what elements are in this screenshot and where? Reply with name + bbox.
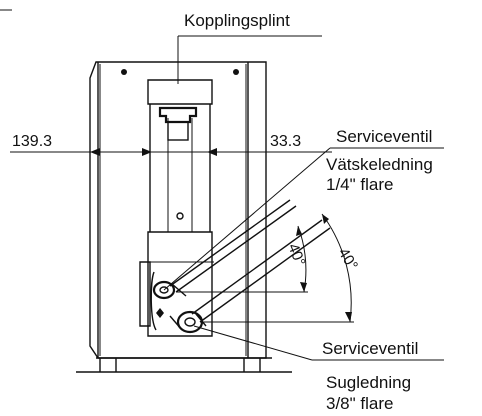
unit-base: [76, 357, 292, 373]
terminal-block-label: Kopplingsplint: [184, 11, 290, 30]
angle-dimensions: [176, 213, 354, 323]
right-width-dimension: 33.3: [270, 133, 301, 150]
service-valve-suction-label: Serviceventil: [322, 339, 418, 358]
liquid-flare-label: 1/4" flare: [326, 175, 393, 194]
leader-lines: [163, 35, 444, 361]
terminal-block: [158, 106, 198, 141]
width-dimension: [10, 140, 332, 164]
suction-flare-label: 3/8" flare: [326, 394, 393, 413]
lower-angle-label: 40°: [335, 245, 361, 273]
liquid-pipe: [169, 199, 297, 293]
suction-line-label: Sugledning: [326, 373, 411, 392]
screw-top-right: [233, 69, 239, 75]
screw-top-left: [121, 69, 127, 75]
service-valve-liquid: [152, 280, 187, 300]
upper-angle-label: 40°: [284, 241, 308, 268]
service-channel: [147, 79, 213, 232]
valve-marker-icon: [156, 308, 164, 318]
unit-casing: [89, 61, 267, 359]
liquid-line-label: Vätskeledning: [326, 155, 433, 174]
left-width-dimension: 139.3: [12, 133, 52, 150]
service-valve-suction: [156, 308, 207, 334]
suction-pipe: [191, 219, 331, 323]
service-valve-liquid-label: Serviceventil: [336, 127, 432, 146]
channel-screw: [176, 212, 184, 220]
